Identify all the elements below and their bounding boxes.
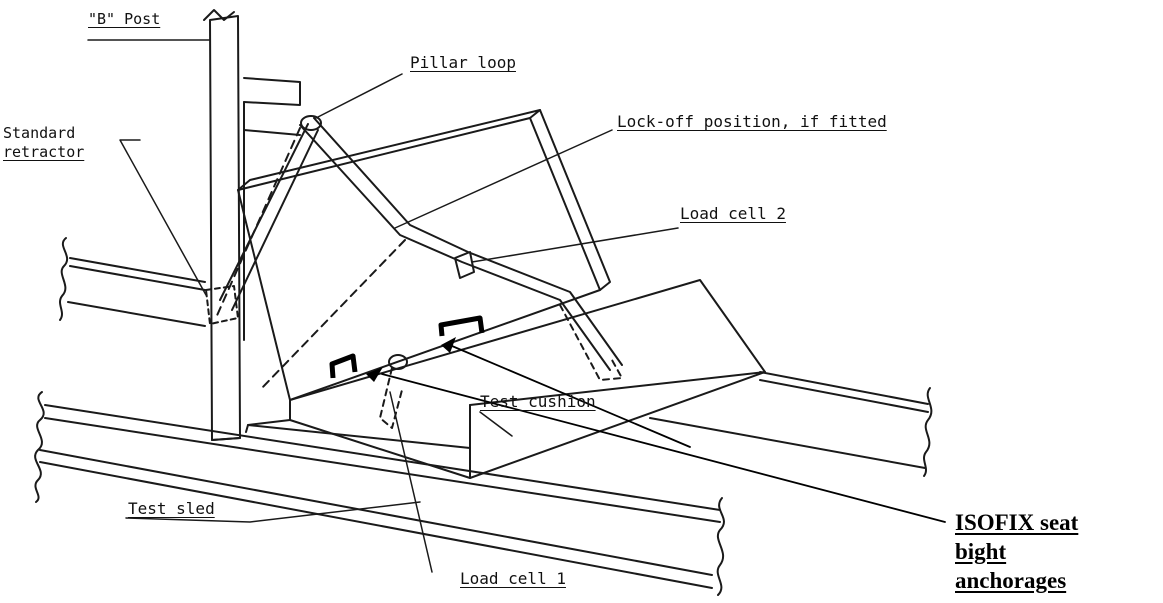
leader-lines: [87, 39, 679, 573]
b-post-label: "B" Post: [88, 10, 161, 28]
standard-retractor-label-line1: Standard: [3, 124, 76, 142]
back-rail-right: [649, 371, 933, 477]
back-rail-left: [59, 237, 206, 327]
standard-retractor-label-line2: retractor: [3, 143, 85, 161]
standard-retractor: [205, 285, 239, 325]
isofix-callout-line2: bight: [955, 539, 1007, 564]
test-sled-rails: [34, 391, 725, 596]
load-cell-1: [388, 354, 408, 370]
lock-off-position-label: Lock-off position, if fitted: [617, 112, 887, 131]
pillar-loop: [300, 115, 322, 131]
load-cell-1-label: Load cell 1: [460, 569, 566, 588]
test-sled-label: Test sled: [128, 499, 215, 518]
isofix-anchors: [329, 315, 485, 379]
seat-back: [237, 77, 611, 401]
b-post: [203, 9, 241, 441]
belt-webbing: [214, 117, 623, 429]
isofix-callout-lines: [381, 345, 946, 523]
isofix-callout: ISOFIX seat bight anchorages: [955, 508, 1078, 595]
test-cushion-label: Test cushion: [480, 392, 596, 411]
isofix-arrowheads: [366, 337, 456, 382]
load-cell-2-label: Load cell 2: [680, 204, 786, 223]
isofix-callout-line1: ISOFIX seat: [955, 510, 1079, 535]
isofix-callout-line3: anchorages: [955, 568, 1067, 593]
pillar-loop-label: Pillar loop: [410, 53, 516, 72]
load-cell-2: [454, 251, 475, 279]
test-cushion: [245, 279, 766, 479]
